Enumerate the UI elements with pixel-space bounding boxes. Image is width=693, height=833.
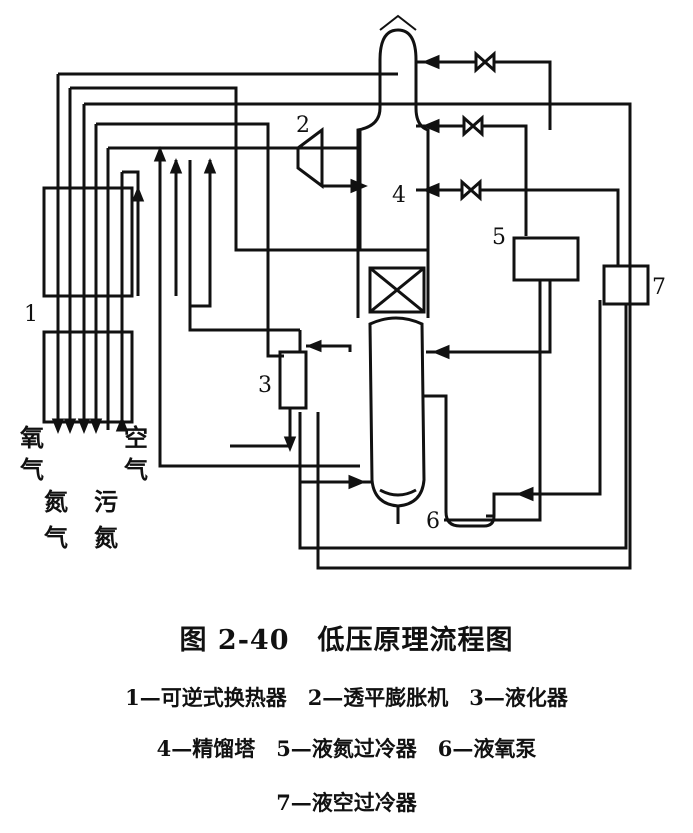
label-3: 3	[258, 373, 272, 398]
column-lower	[368, 316, 426, 508]
stream-air-2: 气	[123, 455, 148, 484]
stream-nitrogen-2: 气	[43, 523, 68, 552]
component-numbers: 1 2 3 4 5 6 7	[24, 113, 666, 534]
legend-line-1: 1—可逆式换热器 2—透平膨胀机 3—液化器	[125, 685, 568, 710]
legend-line-3: 7—液空过冷器	[276, 790, 417, 815]
air-subcooler	[602, 264, 650, 306]
stream-air-1: 空	[124, 423, 148, 452]
valve-1	[474, 50, 496, 74]
stream-labels: 氧 气 氮 气 污 氮 空 气	[19, 423, 148, 552]
process-flow-diagram: 1 2 3 4 5 6 7 氧 气 氮 气 污 氮 空 气	[19, 14, 666, 570]
expander	[296, 127, 324, 189]
stream-oxygen-1: 氧	[20, 423, 44, 452]
n2-subcooler	[512, 236, 580, 282]
stream-waste-1: 污	[94, 487, 118, 516]
label-1: 1	[24, 302, 38, 327]
column-upper	[356, 28, 430, 252]
oxygen-pump	[444, 511, 496, 528]
valve-2	[462, 114, 484, 138]
liquefier	[278, 350, 308, 410]
label-7: 7	[652, 275, 666, 300]
label-6: 6	[426, 509, 440, 534]
legend-line-2: 4—精馏塔 5—液氮过冷器 6—液氧泵	[156, 736, 537, 761]
condenser-box	[368, 266, 426, 314]
valve-3	[460, 178, 482, 202]
label-2: 2	[296, 113, 310, 138]
stream-waste-2: 氮	[94, 523, 118, 552]
heat-exchanger-upper	[42, 186, 134, 298]
stream-oxygen-2: 气	[19, 455, 44, 484]
label-4: 4	[392, 183, 406, 208]
label-5: 5	[492, 225, 506, 250]
stream-nitrogen-1: 氮	[44, 487, 68, 516]
figure-caption-title: 图 2-40 低压原理流程图	[179, 625, 514, 656]
